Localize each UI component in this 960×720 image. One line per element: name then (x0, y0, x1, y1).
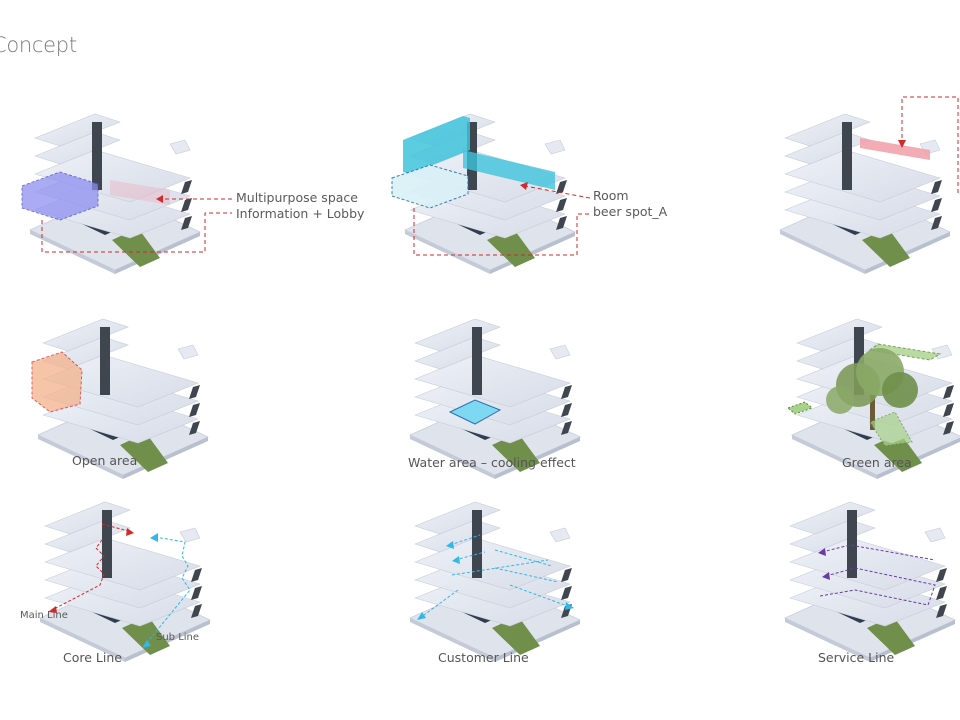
core-line-caption: Core Line (63, 650, 122, 665)
building-customer-line: Customer Line (409, 501, 581, 665)
building-open-area: Open area (31, 318, 209, 480)
sub-line-label: Sub Line (156, 632, 199, 643)
building-green-area: Green area (787, 318, 960, 480)
multipurpose-space-label: Multipurpose space (236, 190, 358, 205)
open-area-caption: Open area (72, 453, 137, 468)
building-multipurpose: Multipurpose space Information + Lobby (21, 113, 365, 275)
customer-line-caption: Customer Line (438, 650, 529, 665)
page-title: Concept (0, 33, 77, 57)
information-lobby-label: Information + Lobby (236, 206, 365, 221)
building-rooftop (779, 96, 959, 275)
room-label: Room (593, 188, 629, 203)
building-service-line: Service Line (784, 501, 956, 665)
building-core-line: Main Line Sub Line Core Line (20, 501, 211, 665)
service-line-caption: Service Line (818, 650, 895, 665)
building-water-area: Water area – cooling effect (408, 318, 581, 480)
beer-spot-label: beer spot_A (593, 204, 668, 219)
building-room: Room beer spot_A (391, 113, 668, 275)
water-area-caption: Water area – cooling effect (408, 455, 576, 470)
tree-icon (826, 348, 918, 430)
main-line-label: Main Line (20, 610, 68, 621)
green-area-caption: Green area (842, 455, 912, 470)
